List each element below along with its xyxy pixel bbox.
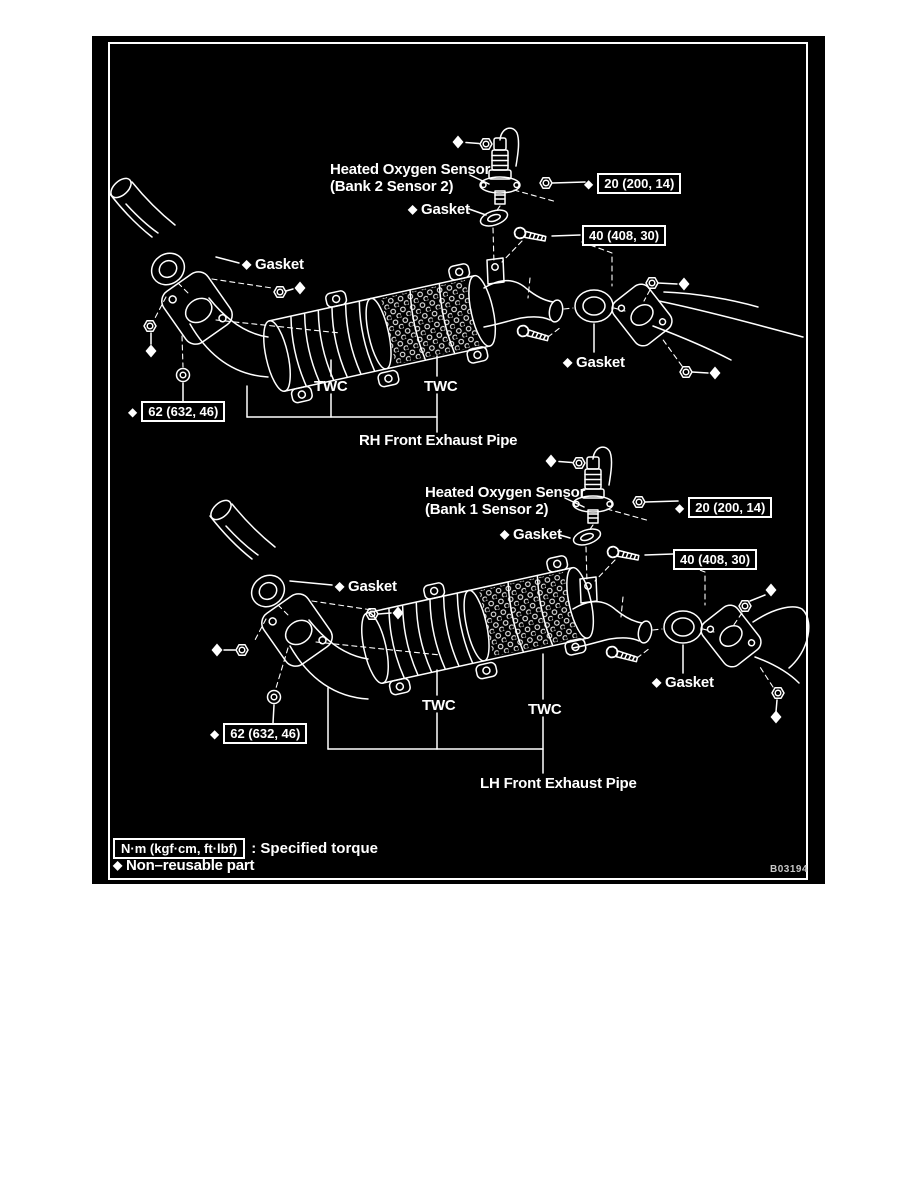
rh-right-gasket-label: ◆ Gasket [563, 354, 625, 371]
non-reusable-diamond-icon: ◆ [128, 404, 138, 419]
figure-code: B03194 [770, 864, 809, 875]
rh-nut-icon [679, 366, 693, 378]
lh-nut-icon [771, 687, 785, 699]
lh-assembly [206, 447, 810, 774]
rh-assembly [106, 128, 804, 433]
lh-manifold-flange [206, 496, 441, 700]
non-reusable-diamond-icon: ◆ [242, 257, 252, 271]
lh-manifold-torque-callout: ◆ 62 (632, 46) [210, 723, 308, 744]
lh-sensor-torque-value: 20 (200, 14) [688, 497, 773, 518]
lh-catalytic-converter [354, 552, 603, 702]
lh-left-gasket-label: ◆ Gasket [335, 578, 397, 595]
torque-unit-box: N·m (kgf·cm, ft·lbf) [113, 838, 246, 859]
rh-pipe-name-label: RH Front Exhaust Pipe [359, 432, 518, 449]
non-reusable-diamond-icon: ◆ [113, 858, 123, 872]
lh-sensor-label-line2: (Bank 1 Sensor 2) [425, 501, 549, 518]
rh-sensor-torque-callout: ◆ 20 (200, 14) [584, 173, 682, 194]
rh-rear-pipe-line [658, 300, 804, 338]
lh-outlet-flange [573, 601, 765, 671]
lh-rear-pipe-line [752, 606, 810, 644]
rh-catalytic-converter [256, 260, 505, 410]
non-reusable-diamond-icon [677, 276, 691, 292]
non-reusable-diamond-icon [293, 280, 307, 296]
non-reusable-legend: ◆ Non–reusable part [113, 857, 255, 874]
rh-nut-icon [143, 320, 157, 332]
rh-twc-rear-label: TWC [424, 378, 458, 395]
rh-manifold-torque-callout: ◆ 62 (632, 46) [128, 401, 226, 422]
non-reusable-diamond-icon [210, 642, 224, 658]
rh-flange-torque-callout: 40 (408, 30) [582, 225, 667, 246]
lh-sensor-torque-callout: ◆ 20 (200, 14) [675, 497, 773, 518]
non-reusable-diamond-icon: ◆ [335, 579, 345, 593]
non-reusable-diamond-icon: ◆ [652, 675, 662, 689]
rh-nut-icon [645, 277, 659, 289]
rh-nut-icon [273, 286, 287, 298]
rh-sensor-torque-value: 20 (200, 14) [597, 173, 682, 194]
exhaust-components-figure: Heated Oxygen Sensor (Bank 2 Sensor 2) ◆… [92, 36, 825, 884]
non-reusable-diamond-icon [144, 343, 158, 359]
non-reusable-diamond-icon: ◆ [500, 527, 510, 541]
rh-twc-front-label: TWC [314, 378, 348, 395]
rh-left-gasket-label: ◆ Gasket [242, 256, 304, 273]
rh-sensor-label-line1: Heated Oxygen Sensor [330, 161, 491, 178]
non-reusable-diamond-icon: ◆ [210, 726, 220, 741]
rh-oxygen-sensor [453, 128, 613, 298]
rh-sensor-label: Heated Oxygen Sensor (Bank 2 Sensor 2) [330, 161, 490, 195]
torque-legend: N·m (kgf·cm, ft·lbf) : Specified torque [113, 838, 378, 859]
torque-legend-note: : Specified torque [251, 840, 378, 857]
rh-outlet-flange [484, 280, 676, 350]
non-reusable-diamond-icon: ◆ [408, 202, 418, 216]
rh-manifold-torque-value: 62 (632, 46) [141, 401, 226, 422]
lh-pipe-name-label: LH Front Exhaust Pipe [480, 775, 637, 792]
lh-twc-rear-label: TWC [528, 701, 562, 718]
rh-flange-torque-value: 40 (408, 30) [582, 225, 667, 246]
rh-washer-icon [175, 367, 191, 383]
non-reusable-diamond-icon [391, 605, 405, 621]
lh-sensor-gasket-label: ◆ Gasket [500, 526, 562, 543]
non-reusable-diamond-icon [708, 365, 722, 381]
lh-manifold-torque-value: 62 (632, 46) [223, 723, 308, 744]
lh-sensor-label-line1: Heated Oxygen Sensor [425, 484, 586, 501]
lh-oxygen-sensor [546, 447, 706, 617]
lh-sensor-label: Heated Oxygen Sensor (Bank 1 Sensor 2) [425, 484, 585, 518]
lh-nut-icon [235, 644, 249, 656]
non-reusable-diamond-icon: ◆ [675, 500, 685, 515]
rh-sensor-gasket-label: ◆ Gasket [408, 201, 470, 218]
rh-manifold-flange [106, 174, 341, 378]
non-reusable-diamond-icon [764, 582, 778, 598]
lh-flange-torque-value: 40 (408, 30) [673, 549, 758, 570]
diagram-line-art [106, 36, 810, 774]
rh-sensor-label-line2: (Bank 2 Sensor 2) [330, 178, 454, 195]
non-reusable-diamond-icon: ◆ [563, 355, 573, 369]
lh-twc-front-label: TWC [422, 697, 456, 714]
lh-nut-icon [738, 600, 752, 612]
non-reusable-diamond-icon: ◆ [584, 176, 594, 191]
lh-washer-icon [266, 689, 282, 705]
lh-right-gasket-label: ◆ Gasket [652, 674, 714, 691]
lh-flange-torque-callout: 40 (408, 30) [673, 549, 758, 570]
